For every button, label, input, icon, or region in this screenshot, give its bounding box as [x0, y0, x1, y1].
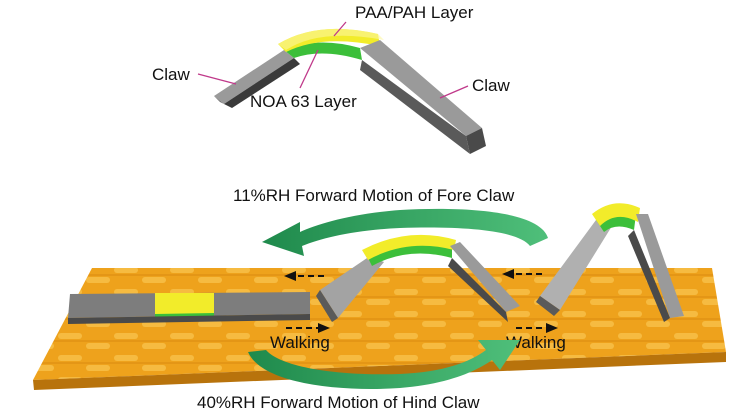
noa-layer-label: NOA 63 Layer [250, 92, 357, 111]
right-raised-claw [536, 203, 684, 322]
fore-motion-arrow [262, 208, 548, 256]
leader-lines [197, 21, 469, 99]
left-claw-arm [214, 50, 294, 104]
hind-motion-arrow [248, 340, 520, 389]
flat-claw-strip [68, 292, 310, 324]
top-claw-structure [214, 28, 486, 154]
walking-left-label: Walking [270, 333, 330, 352]
walking-right-label: Walking [506, 333, 566, 352]
substrate [33, 268, 726, 390]
paa-pah-label: PAA/PAH Layer [355, 3, 474, 22]
right-claw-arm [360, 40, 482, 136]
direction-arrows [284, 269, 558, 333]
middle-bent-claw [316, 234, 520, 322]
fore-motion-label: 11%RH Forward Motion of Fore Claw [233, 186, 515, 205]
noa-63-layer [284, 42, 362, 60]
claw-left-label: Claw [152, 65, 191, 84]
hind-motion-label: 40%RH Forward Motion of Hind Claw [197, 393, 480, 412]
claw-right-label: Claw [472, 76, 511, 95]
